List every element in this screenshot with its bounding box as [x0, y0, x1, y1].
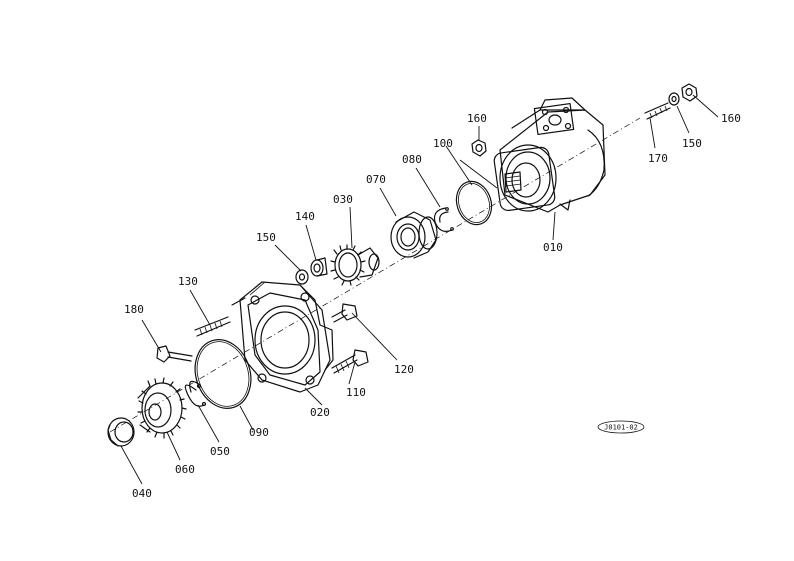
callout-080: 080 [402, 153, 422, 166]
part-080-snap-ring [433, 207, 454, 232]
part-100-o-ring-inner [458, 183, 490, 223]
part-160-nut-center [471, 139, 487, 157]
part-170-stud [644, 102, 671, 120]
part-060-gear [137, 377, 187, 439]
part-180-bolt [156, 345, 193, 363]
callout-020: 020 [310, 406, 330, 419]
callout-050: 050 [210, 445, 230, 458]
callout-040: 040 [132, 487, 152, 500]
part-120-bolt [331, 303, 358, 323]
callout-060: 060 [175, 463, 195, 476]
callout-160-right: 160 [721, 112, 741, 125]
part-090-o-ring-inner [196, 341, 250, 407]
part-070-bearing [390, 211, 438, 259]
callout-160-center: 160 [467, 112, 487, 125]
drawing-reference-badge: J0101-02 [597, 420, 645, 434]
callout-100: 100 [433, 137, 453, 150]
callout-130: 130 [178, 275, 198, 288]
callout-090: 090 [249, 426, 269, 439]
leader-lines [120, 94, 719, 485]
callout-120: 120 [394, 363, 414, 376]
callout-labels: 010 020 030 040 050 060 070 080 090 100 … [124, 112, 741, 500]
callout-170: 170 [648, 152, 668, 165]
callout-010: 010 [543, 241, 563, 254]
assembly-axis [109, 117, 641, 433]
part-150-washer-left [295, 269, 309, 285]
part-020-housing [231, 281, 334, 393]
callout-140: 140 [295, 210, 315, 223]
callout-070: 070 [366, 173, 386, 186]
callout-150-right: 150 [682, 137, 702, 150]
part-090-o-ring [194, 339, 252, 409]
callout-150-left: 150 [256, 231, 276, 244]
part-100-o-ring [455, 180, 493, 226]
part-150-washer-right [668, 92, 680, 106]
callout-030: 030 [333, 193, 353, 206]
callout-180: 180 [124, 303, 144, 316]
part-160-nut-right [681, 83, 698, 102]
part-140-bushing [310, 257, 328, 277]
part-010-pump-body [493, 97, 606, 213]
part-030-drive-gear [330, 244, 380, 286]
drawing-reference-text: J0101-02 [604, 424, 638, 432]
part-040-seal-ring [107, 417, 135, 447]
part-110-bolt [331, 349, 369, 374]
callout-110: 110 [346, 386, 366, 399]
part-130-stud [194, 316, 231, 337]
